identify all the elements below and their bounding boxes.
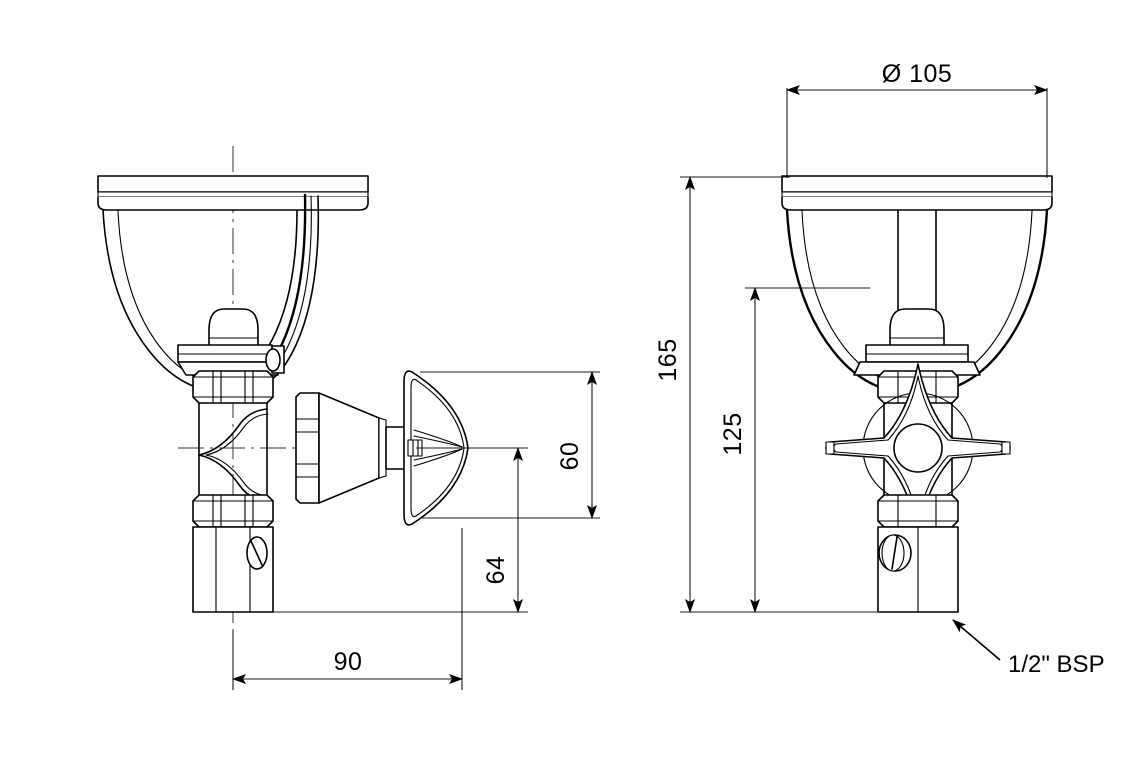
cover-plate-rib-front — [781, 191, 1053, 198]
side-elevation-view: 60 64 90 — [97, 146, 600, 690]
dim-60-text: 60 — [556, 442, 584, 471]
bowl-outer-left — [102, 209, 216, 393]
dim-165-text: 165 — [654, 338, 682, 381]
branch-upper-fillet — [198, 408, 268, 456]
cover-plate-top-front — [781, 175, 1053, 193]
inlet-shank — [192, 526, 274, 613]
handle-spoke-upper-2 — [413, 435, 463, 448]
upper-hex-nut-side — [192, 370, 274, 404]
lower-inlet-side — [192, 494, 274, 613]
branch-upper-fillet-inner — [205, 413, 269, 456]
handle-arm-tip-right — [1001, 441, 1011, 455]
bonnet-cone-end — [378, 417, 387, 479]
cover-plate-top — [97, 175, 369, 193]
handle-center-hub — [893, 423, 943, 473]
bowl-wall-left-front — [785, 208, 901, 394]
lower-hex-nut-body — [192, 494, 274, 528]
dim-125-text: 125 — [719, 412, 747, 455]
bonnet-flange — [295, 392, 320, 504]
dim-64-text: 64 — [482, 556, 510, 585]
upper-hex-nut-body — [192, 370, 274, 404]
bonnet-assembly-side — [295, 392, 417, 504]
bowl-wall-right-front — [933, 208, 1049, 394]
dim-105-text: Ø 105 — [882, 60, 953, 88]
thread-callout: 1/2" BSP — [952, 619, 1105, 678]
lower-inlet-front — [877, 494, 959, 613]
dimension-125: 125 — [719, 287, 880, 613]
thread-callout-text: 1/2" BSP — [1008, 651, 1105, 678]
handle-inner-crescent — [410, 378, 465, 518]
dimension-90: 90 — [232, 528, 463, 690]
inlet-screw-slot — [250, 540, 263, 566]
handle-arm-tip-left — [825, 441, 835, 455]
inlet-screw-head-front-inner — [881, 534, 905, 572]
cover-plate-underside — [97, 197, 369, 211]
dim-90-text: 90 — [334, 648, 363, 676]
inlet-screw-slot-front — [891, 536, 898, 570]
dimension-64: 64 — [273, 447, 528, 613]
shroud-assembly-front — [781, 175, 1053, 394]
dimension-diameter-105: Ø 105 — [786, 60, 1048, 178]
cover-plate-rib — [97, 191, 369, 198]
lower-hex-nut-front-body — [877, 494, 959, 528]
thread-callout-leader — [952, 619, 1001, 661]
bowl-side-lug-hole — [265, 348, 281, 372]
dimension-60: 60 — [420, 371, 600, 519]
handle-spoke-lower-2 — [413, 448, 463, 461]
front-elevation-view: Ø 105 165 125 1/2" BSP — [654, 60, 1105, 678]
cover-plate-underside-front — [781, 197, 1053, 211]
